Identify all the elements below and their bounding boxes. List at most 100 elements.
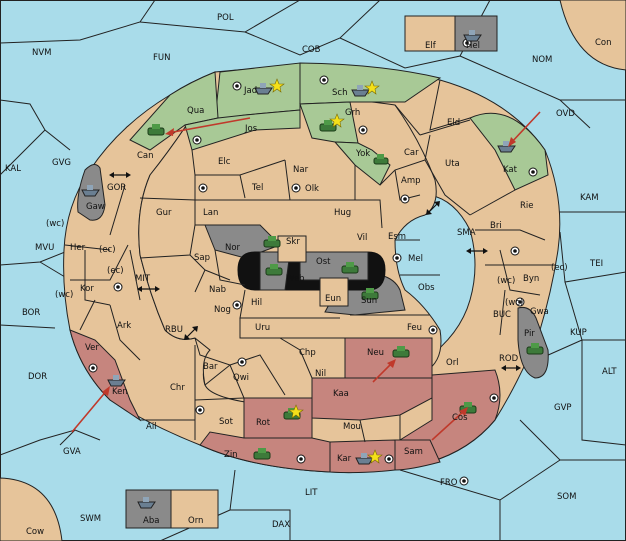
label-ovd: OVD bbox=[556, 109, 575, 119]
supply-center-dot bbox=[113, 282, 123, 292]
label-jad: Jad bbox=[243, 86, 257, 96]
province-neu[interactable] bbox=[344, 337, 433, 379]
tank-icon[interactable] bbox=[147, 124, 165, 136]
ship-icon[interactable] bbox=[355, 453, 374, 465]
label-gvp: GVP bbox=[554, 403, 572, 413]
label-gvg: GVG bbox=[52, 158, 71, 168]
tank-icon[interactable] bbox=[253, 448, 271, 460]
tank-icon[interactable] bbox=[265, 264, 283, 276]
label-jos: Jos bbox=[244, 124, 258, 134]
supply-center-dot bbox=[392, 253, 402, 263]
ship-icon[interactable] bbox=[463, 30, 482, 42]
label-lan: Lan bbox=[203, 208, 218, 218]
ship-icon[interactable] bbox=[351, 85, 370, 97]
tank-icon[interactable] bbox=[392, 346, 410, 358]
label-coast-ec: (ec) bbox=[99, 245, 116, 255]
label-can: Can bbox=[137, 151, 154, 161]
tank-icon[interactable] bbox=[373, 154, 389, 165]
label-rot: Rot bbox=[256, 418, 271, 428]
label-sot: Sot bbox=[219, 417, 234, 427]
label-sap: Sap bbox=[194, 253, 210, 263]
ship-icon[interactable] bbox=[107, 375, 126, 387]
province-skr[interactable] bbox=[277, 235, 307, 263]
label-gwa: Gwa bbox=[530, 307, 549, 317]
label-web: Web bbox=[286, 274, 305, 284]
province-ken[interactable] bbox=[69, 329, 142, 422]
label-nog: Nog bbox=[214, 305, 231, 315]
label-hil: Hil bbox=[251, 298, 262, 308]
province-labels: POL NVM FUN COB Elf Hel Con NOM OVD KAL … bbox=[5, 13, 617, 537]
arrow-head bbox=[508, 137, 516, 147]
canal-arrows bbox=[109, 172, 521, 371]
label-ail: Ail bbox=[146, 422, 157, 432]
label-olk: Olk bbox=[305, 184, 319, 194]
label-elc: Elc bbox=[218, 157, 231, 167]
label-orn: Orn bbox=[188, 516, 203, 526]
province-sam[interactable] bbox=[394, 439, 441, 471]
label-cos: Cos bbox=[452, 413, 468, 423]
label-ken: Ken bbox=[112, 387, 128, 397]
label-som: SOM bbox=[557, 492, 576, 502]
supply-center-dot bbox=[489, 393, 499, 403]
label-coast-wc: (wc) bbox=[505, 298, 523, 308]
star-icon bbox=[329, 113, 345, 128]
label-dor: DOR bbox=[28, 372, 47, 382]
label-lit: LIT bbox=[305, 488, 318, 498]
label-amp: Amp bbox=[401, 176, 421, 186]
label-nor: Nor bbox=[225, 243, 241, 253]
label-skr: Skr bbox=[286, 237, 300, 247]
province-elf[interactable] bbox=[404, 15, 456, 52]
province-aba[interactable] bbox=[125, 489, 172, 529]
label-grh: Grh bbox=[345, 108, 360, 118]
star-icon bbox=[364, 80, 380, 95]
label-vil: Vil bbox=[357, 233, 367, 243]
tank-icon[interactable] bbox=[263, 236, 281, 248]
supply-center-dot bbox=[192, 135, 202, 145]
label-coast-wc: (wc) bbox=[497, 276, 515, 286]
label-gva: GVA bbox=[63, 447, 81, 457]
supply-center-dot bbox=[232, 300, 242, 310]
province-rot[interactable] bbox=[243, 397, 313, 439]
label-qwi: Qwi bbox=[233, 373, 249, 383]
order-arrows bbox=[71, 111, 541, 441]
label-gaw: Gaw bbox=[86, 202, 105, 212]
label-gor: GOR bbox=[107, 183, 126, 193]
supply-center-dot bbox=[384, 454, 394, 464]
tank-icon[interactable] bbox=[319, 120, 337, 132]
label-obs: Obs bbox=[418, 283, 435, 293]
label-kup: KUP bbox=[570, 328, 587, 338]
label-her: Her bbox=[70, 243, 86, 253]
supply-center-dot bbox=[198, 183, 208, 193]
province-ost[interactable] bbox=[299, 251, 369, 281]
star-icon bbox=[269, 78, 285, 93]
label-bri: Bri bbox=[490, 221, 502, 231]
label-nab: Nab bbox=[209, 285, 226, 295]
label-neu: Neu bbox=[367, 348, 384, 358]
label-sma: SMA bbox=[457, 228, 476, 238]
label-eld: Eld bbox=[447, 118, 460, 128]
label-coast-wc: (wc) bbox=[55, 290, 73, 300]
ship-icon[interactable] bbox=[81, 185, 100, 197]
supply-center-dot bbox=[428, 325, 438, 335]
label-sun: Sun bbox=[361, 296, 377, 306]
label-mvu: MVU bbox=[35, 243, 54, 253]
supply-center-dot bbox=[296, 454, 306, 464]
ship-icon[interactable] bbox=[254, 83, 273, 95]
tank-icon[interactable] bbox=[526, 343, 544, 355]
label-byn: Byn bbox=[523, 274, 539, 284]
supply-center-dot bbox=[510, 246, 520, 256]
province-hel[interactable] bbox=[454, 15, 498, 52]
label-pir: Pir bbox=[524, 329, 535, 339]
label-coast-ec: (ec) bbox=[551, 263, 568, 273]
province-orn[interactable] bbox=[170, 489, 219, 529]
label-kal: KAL bbox=[5, 164, 21, 174]
label-kor: Kor bbox=[80, 284, 94, 294]
label-nvm: NVM bbox=[32, 48, 52, 58]
move-arrow bbox=[71, 388, 109, 433]
province-sch[interactable] bbox=[299, 62, 442, 105]
province-eun[interactable] bbox=[319, 277, 349, 307]
ship-icon[interactable] bbox=[137, 497, 156, 509]
province-pir[interactable] bbox=[517, 307, 549, 379]
tank-icon[interactable] bbox=[341, 262, 359, 274]
tank-icon[interactable] bbox=[361, 288, 379, 300]
